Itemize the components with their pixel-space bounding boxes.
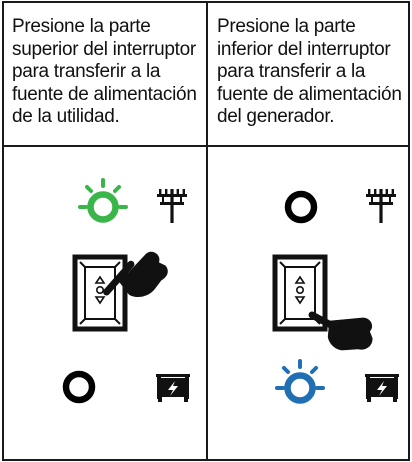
caption-line: de la utilidad. [12, 106, 120, 127]
pointing-hand-icon [103, 251, 168, 297]
caption-utility: Presione la parte superior del interrupt… [12, 16, 208, 129]
caption-line: del generador. [217, 106, 335, 127]
utility-pole-icon [157, 189, 187, 223]
utility-off-indicator [284, 190, 318, 224]
pointing-hand-icon [308, 311, 373, 351]
caption-line: Presione la parte [12, 16, 151, 37]
generator-off-indicator [62, 370, 96, 404]
generator-icon [365, 374, 399, 402]
utility-pole-icon [366, 189, 396, 223]
column-divider [206, 1, 208, 461]
utility-lit-indicator [78, 178, 128, 223]
generator-icon [156, 374, 190, 402]
caption-line: fuente de alimentación [12, 83, 197, 105]
header-divider [2, 145, 410, 147]
caption-line: para transferir a la [217, 61, 366, 82]
caption-line: Presione la parte [217, 16, 356, 37]
caption-generator: Presione la parte inferior del interrupt… [217, 16, 412, 129]
caption-line: fuente de alimentación [217, 83, 402, 105]
caption-line: para transferir a la [12, 61, 161, 82]
rocker-switch-icon [75, 257, 125, 329]
caption-line: inferior del interruptor [217, 38, 391, 60]
generator-lit-indicator [275, 359, 325, 404]
caption-line: superior del interruptor [12, 38, 196, 60]
